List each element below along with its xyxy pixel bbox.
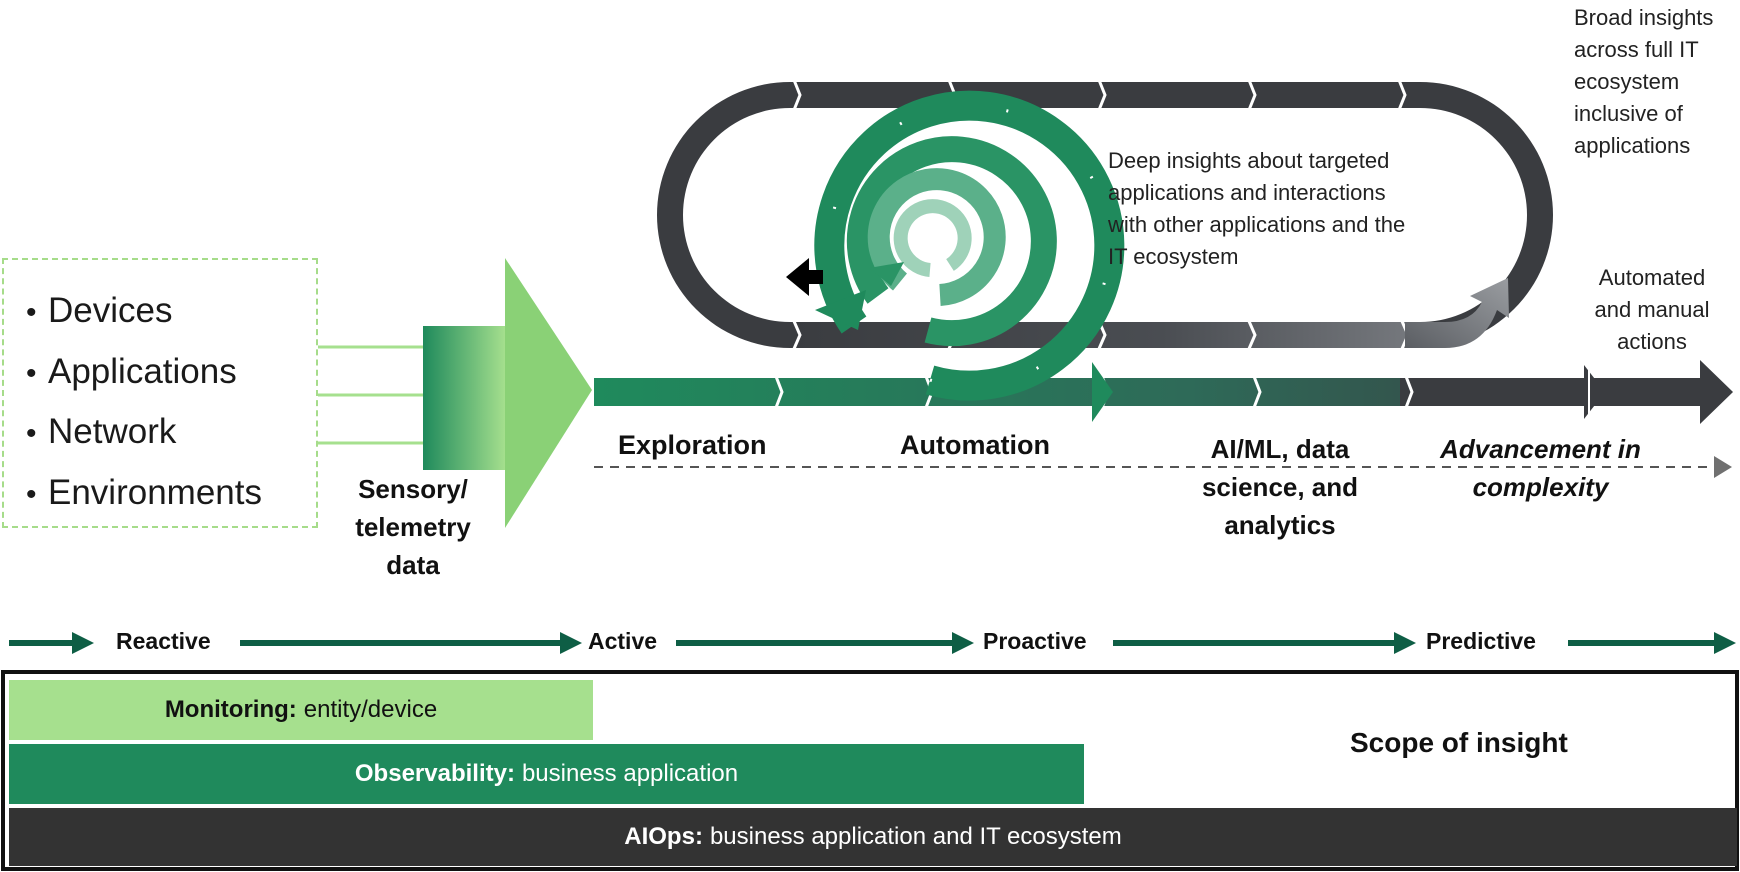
bar-aiops-key: AIOps: <box>624 823 703 850</box>
source-item-environments: •Environments <box>26 472 262 512</box>
phase-proactive: Proactive <box>983 628 1087 654</box>
upturn-arrow <box>1405 278 1509 348</box>
bar-aiops-text: business application and IT ecosystem <box>709 823 1122 850</box>
phase-active: Active <box>588 628 658 654</box>
stage-automation: Automation <box>900 430 1050 460</box>
bar-monitoring-key: Monitoring: <box>164 696 297 723</box>
source-item-devices: •Devices <box>26 291 173 330</box>
complexity-dashed-arrow <box>594 456 1732 478</box>
note-deep-insights: Deep insights about targeted application… <box>1108 148 1406 269</box>
stage-exploration: Exploration <box>618 430 767 460</box>
scope-frame <box>1 670 1739 871</box>
source-box <box>2 258 318 528</box>
automation-spiral <box>814 90 1125 401</box>
bar-aiops: AIOps:business application and IT ecosys… <box>9 808 1737 866</box>
sensory-label: Sensory/ telemetry data <box>355 474 471 580</box>
source-item-network: •Network <box>26 412 177 451</box>
source-item-applications: •Applications <box>26 351 237 391</box>
scope-label: Scope of insight <box>1350 727 1568 758</box>
telemetry-funnel <box>423 258 592 528</box>
stage-aiml: AI/ML, data science, and analytics <box>1201 434 1359 540</box>
phase-arrows <box>9 632 1736 654</box>
phase-predictive: Predictive <box>1426 628 1536 654</box>
main-flow-arrow <box>594 360 1733 424</box>
stage-advancement: Advancement in complexity <box>1440 434 1641 502</box>
bar-observability: Observability:business application <box>9 744 1084 804</box>
note-automated-actions: Automated and manual actions <box>1594 265 1710 354</box>
bar-observability-text: business application <box>521 760 739 787</box>
note-broad-insights: Broad insights across full IT ecosystem … <box>1574 5 1714 158</box>
source-list: •Devices •Applications •Network •Environ… <box>26 282 262 524</box>
bar-observability-key: Observability: <box>354 760 515 787</box>
back-arrow-icon <box>786 258 823 296</box>
bar-monitoring-text: entity/device <box>303 696 438 723</box>
bar-monitoring: Monitoring:entity/device <box>9 680 593 740</box>
phase-reactive: Reactive <box>116 628 211 654</box>
